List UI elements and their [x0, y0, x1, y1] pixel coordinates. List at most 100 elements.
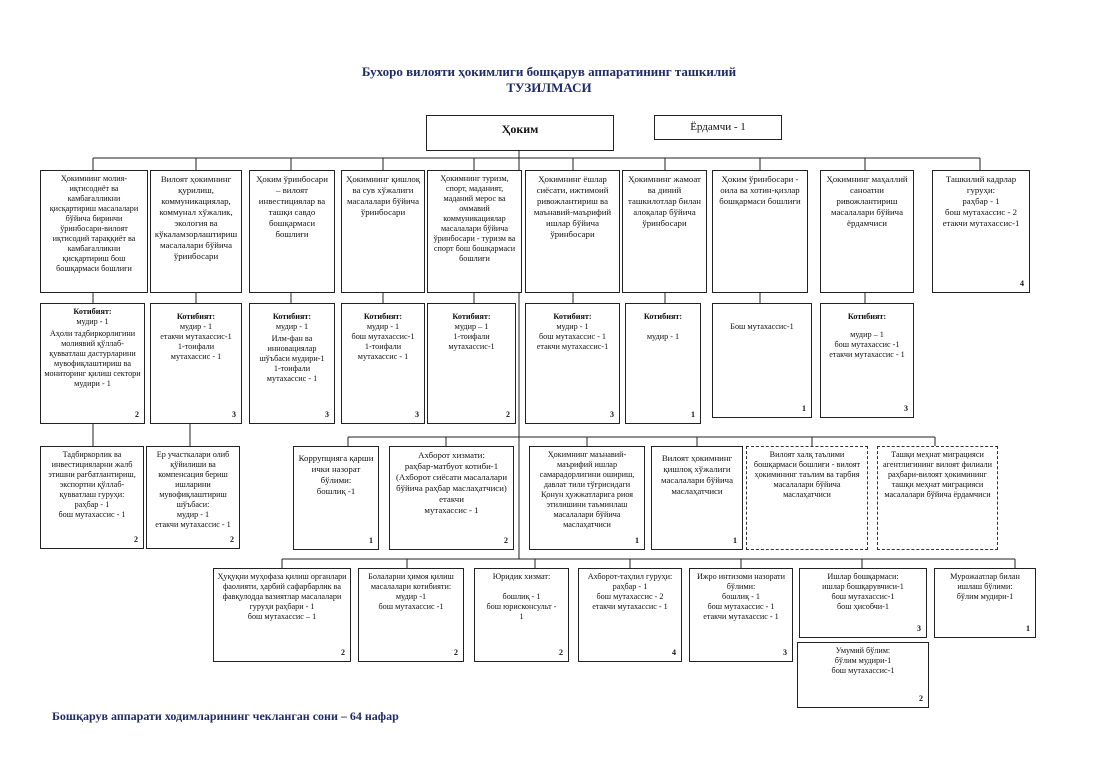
secretariat-box: Котибият: мудир – 1 бош мутахассис -1 ет…: [820, 303, 914, 418]
chief-specialist-label: Бош мутахассис-1: [730, 322, 794, 331]
department-label: Умумий бўлим: бўлим мудири-1 бош мутахас…: [831, 646, 895, 675]
staff-count: 3: [610, 410, 614, 419]
unit-box: Тадбиркорлик ва инвестицияларни жалб эти…: [40, 446, 144, 549]
secretariat-staff: мудир - 1: [646, 332, 680, 341]
staff-count: 1: [733, 536, 737, 545]
general-department-box: Умумий бўлим: бўлим мудири-1 бош мутахас…: [797, 642, 929, 708]
deputy-box: Ҳокимнинг маҳаллий саноатни ривожлантири…: [820, 170, 914, 293]
secretariat-box: Котибият: мудир – 1 1-тоифали мутахассис…: [427, 303, 516, 424]
staff-count: 2: [341, 648, 345, 657]
secretariat-staff: мудир - 1 бош мутахассис - 1 етакчи мута…: [536, 322, 609, 351]
deputy-box: Ҳокимнинг молия-иқтисодиёт ва камбағалли…: [40, 170, 148, 293]
department-label: Ҳуқуқни муҳофаза қилиш органлари фаолият…: [217, 572, 347, 621]
deputy-label: Ҳокимнинг ёшлар сиёсати, ижтимоий ривожл…: [533, 174, 612, 239]
unit-box: Вилоят ҳокимнинг қишлоқ хўжалиги масалал…: [651, 446, 743, 550]
staff-count: 1: [1026, 624, 1030, 633]
staff-count: 1: [691, 410, 695, 419]
staff-count: 3: [783, 648, 787, 657]
assistant-label: Ёрдамчи - 1: [690, 121, 746, 133]
deputy-label: Ҳокимнинг туризм, спорт, маданият, мадан…: [433, 174, 516, 263]
staff-count: 3: [415, 410, 419, 419]
deputy-box: Ҳокимнинг жамоат ва диний ташкилотлар би…: [622, 170, 707, 293]
chart-title-line2: ТУЗИЛМАСИ: [506, 80, 592, 95]
department-box: Ахборот-таҳлил гуруҳи: раҳбар - 1 бош му…: [578, 568, 682, 662]
unit-box: Коррупцияга қарши ички назорат бўлими: б…: [293, 446, 379, 550]
secretariat-box: Котибият: мудир - 1 1: [625, 303, 701, 424]
department-label: Мурожаатлар билан ишлаш бўлими: бўлим му…: [950, 572, 1020, 601]
unit-label: Ахборот хизмати: раҳбар-матбуот котиби-1…: [395, 450, 508, 515]
department-label: Юридик хизмат: бошлиқ - 1 бош юрисконсул…: [486, 572, 557, 621]
staff-count: 2: [559, 648, 563, 657]
unit-label: Вилоят ҳокимнинг қишлоқ хўжалиги масалал…: [661, 453, 733, 496]
deputy-label: Ҳоким ўринбосари – вилоят инвестициялар …: [256, 174, 328, 239]
unit-box: Ҳокимнинг маънавий-маърифий ишлар самара…: [529, 446, 645, 550]
deputy-label: Ҳокимнинг молия-иқтисодиёт ва камбағалли…: [49, 174, 139, 273]
deputy-box: Вилоят ҳокимнинг қурилиш, коммуникацияла…: [150, 170, 242, 293]
staff-count: 2: [134, 535, 138, 544]
unit-label: Ташқи меҳнат миграцияси агентлигининг ви…: [882, 450, 993, 499]
staffing-group-label: Ташкилий кадрлар гуруҳи: раҳбар - 1 бош …: [942, 174, 1020, 228]
unit-label: Тадбиркорлик ва инвестицияларни жалб эти…: [48, 450, 136, 519]
department-label: Болаларни ҳимоя қилиш масалалари котибия…: [368, 572, 454, 611]
secretariat-heading: Котибият:: [272, 312, 312, 321]
department-box: Юридик хизмат: бошлиқ - 1 бош юрисконсул…: [474, 568, 569, 662]
staff-count: 1: [635, 536, 639, 545]
staff-count: 3: [904, 404, 908, 413]
staffing-group-box: Ташкилий кадрлар гуруҳи: раҳбар - 1 бош …: [932, 170, 1030, 293]
department-box: Ишлар бошқармаси: ишлар бошқарувчиси-1 б…: [799, 568, 927, 638]
secretariat-box: Котибият: мудир - 1 бош мутахассис-1 1-т…: [341, 303, 425, 424]
staff-count: 2: [135, 410, 139, 419]
deputy-label: Ҳокимнинг жамоат ва диний ташкилотлар би…: [628, 174, 701, 228]
head-label: Ҳоким: [501, 122, 539, 136]
staff-count: 4: [672, 648, 676, 657]
department-label: Ишлар бошқармаси: ишлар бошқарувчиси-1 б…: [822, 572, 904, 611]
head-box: Ҳоким: [426, 115, 614, 151]
secretariat-staff: мудир - 1: [275, 322, 309, 331]
deputy-box: Ҳоким ўринбосари – вилоят инвестициялар …: [249, 170, 335, 293]
secretariat-staff: мудир – 1 1-тоифали мутахассис-1: [448, 322, 495, 351]
staff-count: 2: [919, 694, 923, 703]
department-label: Ахборот-таҳлил гуруҳи: раҳбар - 1 бош му…: [587, 572, 673, 611]
secretariat-extra: Аҳоли тадбиркорлигини молиявий қўллаб-қу…: [44, 329, 141, 388]
staff-count: 1: [802, 404, 806, 413]
deputy-label: Ҳокимнинг қишлоқ ва сув хўжалиги масалал…: [345, 174, 421, 217]
staff-count: 2: [454, 648, 458, 657]
chief-specialist-box: Бош мутахассис-1 1: [712, 303, 812, 418]
secretariat-heading: Котибият:: [452, 312, 491, 321]
secretariat-staff: мудир - 1 етакчи мутахассис-1 1-тоифали …: [160, 322, 232, 361]
unit-label: Вилоят халқ таълими бошқармаси бошлиғи -…: [753, 450, 861, 499]
advisor-box-dashed: Ташқи меҳнат миграцияси агентлигининг ви…: [877, 446, 998, 550]
department-label: Ижро интизоми назорати бўлими: бошлиқ - …: [696, 572, 786, 621]
department-box: Болаларни ҳимоя қилиш масалалари котибия…: [358, 568, 464, 662]
secretariat-heading: Котибият:: [553, 312, 592, 321]
unit-label: Ҳокимнинг маънавий-маърифий ишлар самара…: [539, 450, 635, 529]
department-box: Ижро интизоми назорати бўлими: бошлиқ - …: [689, 568, 793, 662]
deputy-label: Ҳокимнинг маҳаллий саноатни ривожлантири…: [826, 174, 908, 228]
advisor-box-dashed: Вилоят халқ таълими бошқармаси бошлиғи -…: [746, 446, 868, 550]
secretariat-box: Котибият: мудир - 1 етакчи мутахассис-1 …: [150, 303, 242, 424]
secretariat-staff: мудир – 1 бош мутахассис -1 етакчи мутах…: [829, 330, 905, 359]
staff-count: 1: [369, 536, 373, 545]
deputy-label: Вилоят ҳокимнинг қурилиш, коммуникацияла…: [154, 174, 238, 261]
secretariat-staff: мудир - 1 бош мутахассис-1 1-тоифали мут…: [351, 322, 415, 361]
staff-count: 2: [506, 410, 510, 419]
secretariat-extra: Илм-фан ва инновациялар шўъбаси мудири-1…: [259, 334, 325, 383]
staff-count: 3: [232, 410, 236, 419]
secretariat-heading: Котибият:: [363, 312, 403, 321]
staff-count: 4: [1020, 279, 1024, 288]
secretariat-staff: мудир - 1: [76, 317, 109, 326]
secretariat-box: Котибият: мудир - 1 Аҳоли тадбиркорлигин…: [40, 303, 145, 424]
unit-label: Ер участкалари олиб қўйилиши ва компенса…: [155, 450, 231, 529]
staff-count: 3: [917, 624, 921, 633]
unit-box: Ер участкалари олиб қўйилиши ва компенса…: [146, 446, 240, 549]
assistant-box: Ёрдамчи - 1: [654, 115, 782, 140]
secretariat-heading: Котибият:: [176, 312, 216, 321]
deputy-box: Ҳоким ўринбосари - оила ва хотин-қизлар …: [712, 170, 808, 293]
chart-title-line1: Бухоро вилояти ҳокимлиги бошқарув аппара…: [361, 64, 737, 79]
staff-count: 2: [230, 535, 234, 544]
secretariat-heading: Котибият:: [847, 312, 887, 321]
staff-count: 3: [325, 410, 329, 419]
unit-label: Коррупцияга қарши ички назорат бўлими: б…: [298, 453, 374, 496]
footer-note: Бошқарув аппарати ходимларининг чекланга…: [52, 709, 399, 723]
